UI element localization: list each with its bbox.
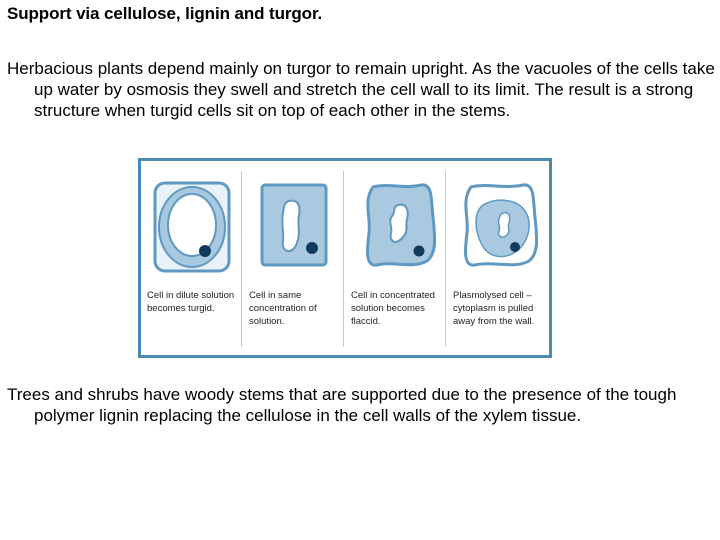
- separator-2: [343, 171, 344, 347]
- cell-diagram-figure: Cell in dilute solution becomes turgid. …: [138, 158, 552, 358]
- caption-turgid: Cell in dilute solution becomes turgid.: [147, 290, 235, 314]
- nucleus-2: [306, 242, 318, 254]
- caption-plasmolysed: Plasmolysed cell – cytoplasm is pulled a…: [453, 290, 535, 327]
- flaccid-cell: [365, 183, 437, 267]
- caption-same-concentration: Cell in same concentration of solution.: [249, 290, 317, 327]
- page-title: Support via cellulose, lignin and turgor…: [7, 4, 323, 23]
- paragraph-turgor: Herbacious plants depend mainly on turgo…: [7, 59, 715, 120]
- paragraph-lignin: Trees and shrubs have woody stems that a…: [7, 385, 677, 425]
- separator-3: [445, 171, 446, 347]
- nucleus-1: [199, 245, 211, 257]
- separator-1: [241, 171, 242, 347]
- normal-cell: [260, 183, 328, 267]
- cell-diagram-svg: [153, 181, 539, 273]
- turgid-cell: [153, 181, 231, 273]
- nucleus-3: [413, 245, 425, 257]
- caption-flaccid: Cell in concentrated solution becomes fl…: [351, 290, 435, 327]
- plasmolysed-cell: [463, 183, 539, 267]
- nucleus-4: [510, 242, 520, 252]
